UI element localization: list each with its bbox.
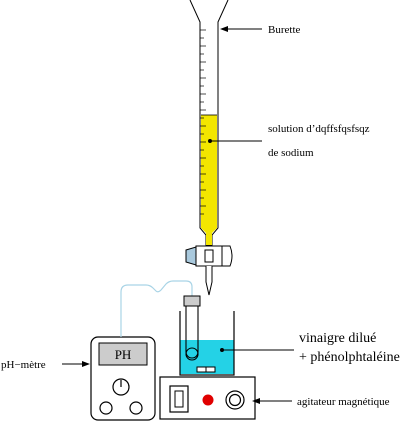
ph-jack-left xyxy=(99,401,113,415)
magnetic-stirrer xyxy=(159,376,256,420)
label-solution-line1: solution d’dqffsfqsfsqz xyxy=(268,123,370,135)
burette-graduations xyxy=(200,29,206,215)
ph-cable xyxy=(120,280,193,337)
ph-jack-right xyxy=(129,401,143,415)
burette xyxy=(189,0,229,246)
ph-screen xyxy=(98,342,148,366)
beaker xyxy=(179,311,235,376)
label-solution-line2: de sodium xyxy=(268,147,314,159)
label-arrows xyxy=(62,26,294,404)
label-stirrer: agitateur magnétique xyxy=(297,396,390,408)
ph-electrode xyxy=(183,295,201,361)
ph-meter: PH xyxy=(90,336,156,421)
valve-knob xyxy=(185,246,197,266)
label-vinegar-line1: vinaigre dilué xyxy=(299,331,376,346)
ph-screen-label: PH xyxy=(115,347,132,362)
burette-solution xyxy=(201,115,217,245)
stopcock xyxy=(185,245,233,296)
label-burette: Burette xyxy=(268,24,300,36)
stirrer-indicator-dot xyxy=(202,394,214,406)
label-vinegar-line2: + phénolphtaléine xyxy=(299,350,400,365)
label-ph-meter: pH−mètre xyxy=(1,359,46,371)
